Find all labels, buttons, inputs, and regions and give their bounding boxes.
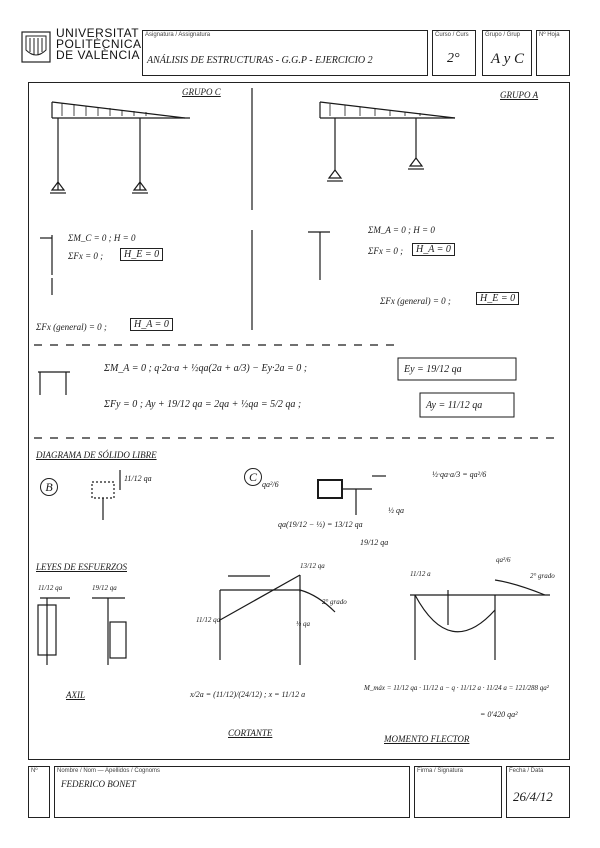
ay-result: Ay = 11/12 qa (426, 400, 483, 411)
c-half-label: ½ qa (388, 506, 404, 515)
university-logo (20, 30, 52, 64)
footer-number-box: Nº (28, 766, 50, 818)
b-circle-label: B (40, 478, 58, 496)
group-box: Grupo / Grup A y C (482, 30, 532, 76)
cortante-degree-label: 2° grado (322, 598, 347, 606)
c-general-equation: ΣFx (general) = 0 ; (36, 322, 107, 332)
axil-title: AXIL (66, 690, 85, 700)
c-resultant-label: ½·qa·a/3 = qa²/6 (432, 470, 487, 479)
sheet-number-label: Nº Hoja (539, 32, 560, 38)
group-a-title: GRUPO A (500, 90, 539, 100)
footer-date-label: Fecha / Data (509, 768, 544, 774)
c-19-label: 19/12 qa (360, 538, 389, 547)
a-fx-equation: ΣFx = 0 ; (368, 246, 404, 256)
moment-a-equation: ΣM_A = 0 ; q·2a·a + ½qa(2a + a/3) − Ey·2… (104, 363, 308, 374)
a-moment-equation: ΣM_A = 0 ; H = 0 (368, 225, 435, 235)
a-ha-result: H_A = 0 (412, 243, 455, 256)
free-body-title: DIAGRAMA DE SÓLIDO LIBRE (36, 450, 157, 460)
c-moment-equation: ΣM_C = 0 ; H = 0 (68, 233, 136, 243)
cortante-x-equation: x/2a = (11/12)/(24/12) ; x = 11/12 a (190, 690, 306, 699)
footer-date-box: Fecha / Data 26/4/12 (506, 766, 570, 818)
c-moment-label: qa²/6 (262, 480, 279, 489)
laws-title: LEYES DE ESFUERZOS (36, 562, 127, 572)
momento-max-value: = 0'420 qa² (480, 710, 518, 719)
footer-sign-box: Firma / Signatura (414, 766, 502, 818)
b-force-label: 11/12 qa (124, 474, 152, 483)
subject-box: Asignatura / Assignatura ANÁLISIS DE EST… (142, 30, 428, 76)
group-value: A y C (491, 51, 525, 67)
axil-right-label: 19/12 qa (92, 584, 117, 592)
momento-title: MOMENTO FLECTOR (384, 734, 470, 744)
c-circle-label: C (244, 468, 262, 486)
footer-number-label: Nº (31, 768, 38, 774)
c-fx-equation: ΣFx = 0 ; (68, 251, 104, 261)
footer-name-label: Nombre / Nom — Apellidos / Cognoms (57, 768, 161, 774)
content-frame (28, 82, 570, 760)
a-he-result: H_E = 0 (476, 292, 520, 305)
momento-degree-label: 2° grado (530, 572, 555, 580)
c-he-result: H_E = 0 (120, 248, 164, 261)
axil-left-label: 11/12 qa (38, 584, 63, 592)
cortante-half-label: ½ qa (296, 620, 310, 628)
cortante-top-label: 13/12 qa (300, 562, 325, 570)
footer-name-value: FEDERICO BONET (61, 779, 136, 789)
cortante-left-label: 11/12 qa (196, 616, 221, 624)
footer-sign-label: Firma / Signatura (417, 768, 464, 774)
sheet-number-box: Nº Hoja (536, 30, 570, 76)
course-value: 2° (447, 51, 460, 66)
momento-max-equation: M_máx = 11/12 qa · 11/12 a − q · 11/12 a… (364, 684, 549, 692)
cortante-title: CORTANTE (228, 728, 273, 738)
university-crest-icon (21, 31, 51, 63)
footer-name-box: Nombre / Nom — Apellidos / Cognoms FEDER… (54, 766, 410, 818)
course-box: Curso / Curs 2° (432, 30, 476, 76)
fy-equation: ΣFy = 0 ; Ay + 19/12 qa = 2qa + ½qa = 5/… (104, 399, 302, 410)
momento-left-label: 11/12 a (410, 570, 431, 578)
c-side-label: qa(19/12 − ½) = 13/12 qa (278, 520, 363, 529)
group-c-title: GRUPO C (182, 87, 221, 97)
university-name: UNIVERSITAT POLITÈCNICA DE VALÈNCIA (56, 26, 142, 62)
subject-label: Asignatura / Assignatura (145, 32, 211, 38)
momento-top-label: qa²/6 (496, 556, 511, 564)
subject-value: ANÁLISIS DE ESTRUCTURAS - G.G.P - EJERCI… (147, 55, 373, 66)
group-label: Grupo / Grup (485, 32, 521, 38)
c-ha-result: H_A = 0 (130, 318, 173, 331)
a-general-equation: ΣFx (general) = 0 ; (380, 296, 451, 306)
ey-result: Ey = 19/12 qa (404, 364, 462, 375)
course-label: Curso / Curs (435, 32, 469, 38)
footer-date-value: 26/4/12 (513, 789, 553, 804)
